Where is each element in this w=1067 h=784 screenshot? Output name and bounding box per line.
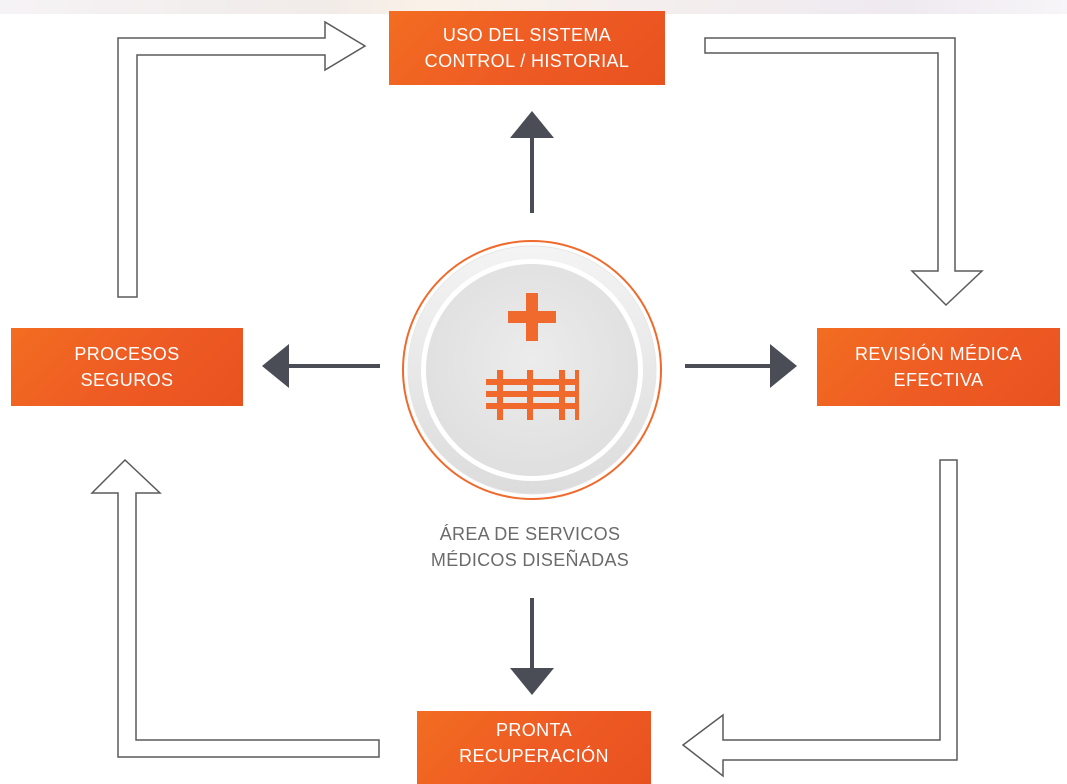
node-uso-del-sistema-line1: USO DEL SISTEMA (442, 25, 612, 45)
outline-arrow-top-to-right (704, 37, 984, 307)
center-label-line1: ÁREA DE SERVICOS (439, 524, 621, 544)
arrow-right-to-revision (685, 344, 797, 388)
arrow-down-to-pronta (510, 598, 554, 695)
plus-icon (508, 293, 556, 341)
node-revision-medica: REVISIÓN MÉDICA EFECTIVA (817, 328, 1060, 406)
outline-arrow-right-to-bottom (681, 459, 958, 778)
center-label: ÁREA DE SERVICOS MÉDICOS DISEÑADAS (380, 521, 680, 573)
node-pronta-recuperacion: PRONTA RECUPERACIÓN (417, 711, 651, 784)
node-uso-del-sistema-line2: CONTROL / HISTORIAL (424, 51, 630, 71)
node-revision-medica-line1: REVISIÓN MÉDICA (854, 344, 1023, 364)
outline-arrow-left-to-top (117, 20, 367, 298)
node-procesos-seguros: PROCESOS SEGUROS (11, 328, 243, 406)
rail-track-icon (486, 370, 579, 420)
header-background-strip (0, 0, 1067, 14)
node-procesos-seguros-line2: SEGUROS (80, 370, 174, 390)
center-label-line2: MÉDICOS DISEÑADAS (430, 550, 630, 570)
arrow-left-to-procesos (262, 344, 380, 388)
node-uso-del-sistema: USO DEL SISTEMA CONTROL / HISTORIAL (389, 11, 665, 85)
node-revision-medica-line2: EFECTIVA (893, 370, 984, 390)
node-pronta-recuperacion-line2: RECUPERACIÓN (459, 746, 609, 766)
node-procesos-seguros-line1: PROCESOS (74, 344, 180, 364)
arrow-up-to-top (510, 111, 554, 213)
outline-arrow-bottom-to-left (90, 458, 380, 758)
node-pronta-recuperacion-line1: PRONTA (495, 720, 573, 740)
